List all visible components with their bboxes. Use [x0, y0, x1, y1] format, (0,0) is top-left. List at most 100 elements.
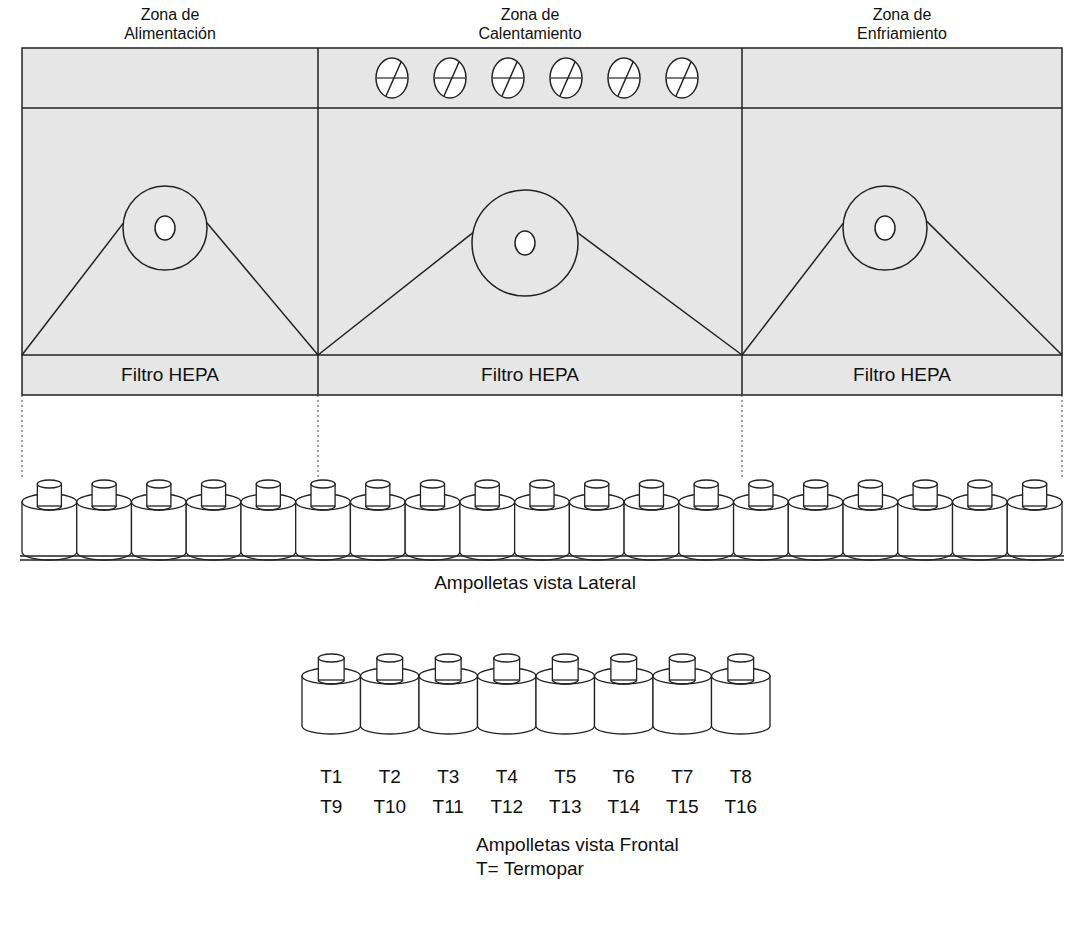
ampoule-side: [694, 480, 718, 488]
filter-divider: [22, 354, 1062, 356]
ampoule-side: [1023, 480, 1047, 488]
heater-symbol: [502, 62, 517, 96]
thermocouple-number: T4: [496, 766, 518, 788]
ampoule-front: [302, 676, 361, 734]
fan-belt: [921, 215, 1062, 355]
ampoule-side: [1007, 502, 1062, 560]
ampoule-side: [92, 506, 116, 510]
ampoule-side: [241, 502, 296, 560]
ampoule-side: [296, 502, 351, 560]
heater-symbol: [377, 77, 407, 78]
thermocouple-number: T5: [554, 766, 576, 788]
hepa-filter: Filtro HEPA: [320, 357, 740, 393]
ampoule-side: [366, 480, 390, 488]
thermocouple-number: T8: [730, 766, 752, 788]
zone-guide: [742, 395, 743, 478]
zone-guide: [318, 395, 319, 478]
ampoule-front: [318, 680, 344, 684]
ampoule-side: [734, 502, 789, 560]
fan-belt: [201, 215, 318, 355]
thermocouple-number: T10: [373, 796, 406, 818]
fan-hub: [515, 231, 535, 255]
ampoule-side: [147, 480, 171, 488]
ampoule-side: [1023, 506, 1047, 510]
fan-belt: [570, 227, 742, 355]
oven-zone: Zona de CalentamientoFiltro HEPA: [318, 0, 742, 395]
ampoule-front: [552, 654, 578, 662]
ampoule-side: [77, 502, 132, 560]
ampoule-front: [669, 654, 695, 662]
ampoule-side: [585, 506, 609, 510]
fan-belt: [318, 227, 480, 355]
fan-wheel: [472, 190, 578, 296]
ampoule-side: [953, 502, 1008, 560]
view-caption: Ampolletas vista Lateral: [434, 572, 636, 594]
filter-label: Filtro HEPA: [478, 364, 582, 386]
heater-symbol: [609, 77, 639, 78]
heater-symbol: [444, 62, 459, 96]
oven-zone: Zona de AlimentaciónFiltro HEPA: [22, 0, 318, 395]
ampoule-side: [350, 502, 405, 560]
ampoule-side: [405, 502, 460, 560]
heater-symbol: [376, 58, 408, 98]
ampoule-side: [420, 480, 444, 488]
thermocouple-number: T16: [724, 796, 757, 818]
ampoule-side: [968, 506, 992, 510]
heater-symbol: [608, 58, 640, 98]
ampoule-side: [311, 480, 335, 488]
zone-divider: [741, 48, 743, 395]
heater-symbol: [386, 62, 401, 96]
ampoule-front: [552, 680, 578, 684]
fan-hub: [875, 216, 895, 240]
ampoule-side: [22, 502, 77, 560]
fan-wheel: [123, 186, 207, 270]
view-caption: Ampolletas vista Frontal: [476, 834, 679, 856]
ampoule-side: [147, 506, 171, 510]
fan-wheel: [843, 186, 927, 270]
ampoule-side: [639, 506, 663, 510]
filter-label: Filtro HEPA: [118, 364, 222, 386]
thermocouple-number: T2: [379, 766, 401, 788]
ampoule-side: [749, 506, 773, 510]
ampoule-front: [494, 654, 520, 662]
ampoule-front: [419, 676, 478, 734]
thermocouple-number: T7: [671, 766, 693, 788]
fan-belt: [742, 215, 849, 355]
ampoule-side: [420, 506, 444, 510]
filter-label: Filtro HEPA: [850, 364, 954, 386]
oven-zone: Zona de EnfriamientoFiltro HEPA: [742, 0, 1062, 395]
ampoule-side: [475, 506, 499, 510]
ampoule-side: [913, 480, 937, 488]
heater-symbol: [492, 58, 524, 98]
ampoule-front: [728, 654, 754, 662]
ampoule-side: [460, 502, 515, 560]
zone-guide: [1062, 395, 1063, 478]
zone-divider: [317, 48, 319, 395]
ampoule-front: [536, 676, 595, 734]
ampoule-side: [804, 480, 828, 488]
ampoule-side: [530, 506, 554, 510]
ampoule-front: [318, 654, 344, 662]
ampoule-side: [530, 480, 554, 488]
ampoule-side: [92, 480, 116, 488]
conveyor-rail: [20, 559, 1064, 561]
zone-title: Zona de Calentamiento: [465, 5, 595, 43]
ampoule-side: [858, 480, 882, 488]
ampoule-front: [435, 680, 461, 684]
heater-symbol: [667, 77, 697, 78]
ampoule-side: [37, 506, 61, 510]
thermocouple-number: T12: [490, 796, 523, 818]
ampoule-side: [311, 506, 335, 510]
hepa-filter: Filtro HEPA: [24, 357, 316, 393]
ampoule-side: [585, 480, 609, 488]
ampoule-side: [804, 506, 828, 510]
ampoule-side: [515, 502, 570, 560]
ampoule-side: [569, 502, 624, 560]
thermocouple-number: T1: [320, 766, 342, 788]
ampoule-side: [202, 480, 226, 488]
heater-symbol: [493, 77, 523, 78]
ampoule-front: [361, 676, 420, 734]
fan-hub: [155, 216, 175, 240]
ampoule-side: [898, 502, 953, 560]
